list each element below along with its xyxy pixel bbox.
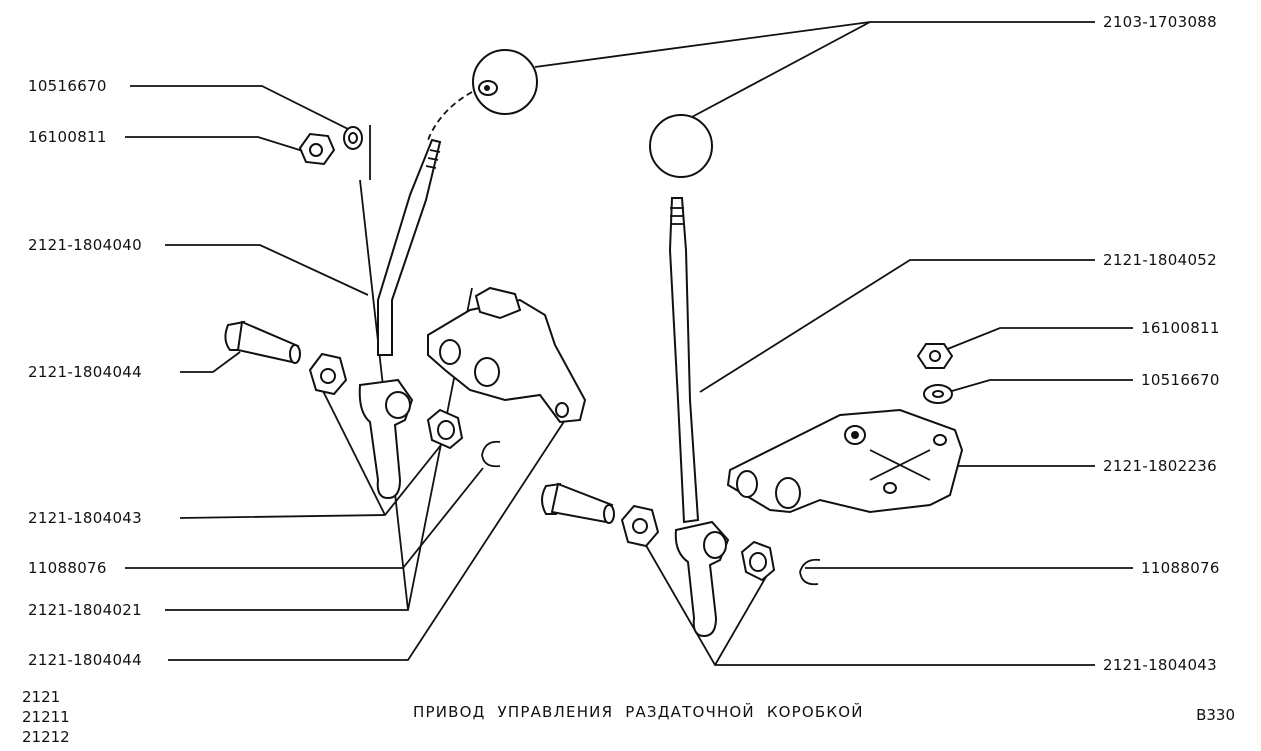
- lever-right: [668, 197, 730, 638]
- model-item: 21212: [22, 728, 70, 746]
- clip-right: [799, 558, 821, 586]
- knob-left: [472, 49, 538, 115]
- bolt-bottom: [541, 482, 615, 524]
- knob-right: [649, 114, 713, 178]
- nut-right: [916, 343, 954, 369]
- model-item: 21211: [22, 708, 70, 726]
- label-bolt-bottom-left: 2121-1804044: [28, 651, 142, 669]
- label-lever-left: 2121-1804040: [28, 236, 142, 254]
- leader-lines: [125, 21, 1133, 666]
- label-washer-right: 10516670: [1141, 371, 1220, 389]
- drawing-code: В330: [1196, 706, 1235, 724]
- lever-left: [358, 138, 442, 500]
- label-nut-top-left: 16100811: [28, 128, 107, 146]
- bracket-left: [427, 286, 587, 424]
- label-knob: 2103-1703088: [1103, 13, 1217, 31]
- bushing-left: [308, 352, 348, 396]
- model-item: 2121: [22, 688, 61, 706]
- label-bracket-right: 2121-1802236: [1103, 457, 1217, 475]
- label-bracket-left: 2121-1804021: [28, 601, 142, 619]
- label-lever-right: 2121-1804052: [1103, 251, 1217, 269]
- label-bushing-right: 2121-1804043: [1103, 656, 1217, 674]
- diagram-title: ПРИВОД УПРАВЛЕНИЯ РАЗДАТОЧНОЙ КОРОБКОЙ: [413, 703, 864, 721]
- washer-left: [343, 126, 363, 150]
- bushing-right: [620, 504, 660, 548]
- label-washer-top-left: 10516670: [28, 77, 107, 95]
- label-bushing-left: 2121-1804043: [28, 509, 142, 527]
- washer-right: [923, 384, 953, 404]
- model-list: 2121 21211 21212: [22, 687, 70, 747]
- nut-left: [298, 132, 336, 166]
- bushing-right-2: [740, 540, 776, 582]
- bushing-left-2: [426, 408, 464, 450]
- label-clip-left: 11088076: [28, 559, 107, 577]
- clip-left: [481, 440, 501, 468]
- bracket-right: [726, 408, 964, 514]
- label-clip-right: 11088076: [1141, 559, 1220, 577]
- label-nut-right: 16100811: [1141, 319, 1220, 337]
- bolt-left: [224, 320, 301, 364]
- label-bolt-left: 2121-1804044: [28, 363, 142, 381]
